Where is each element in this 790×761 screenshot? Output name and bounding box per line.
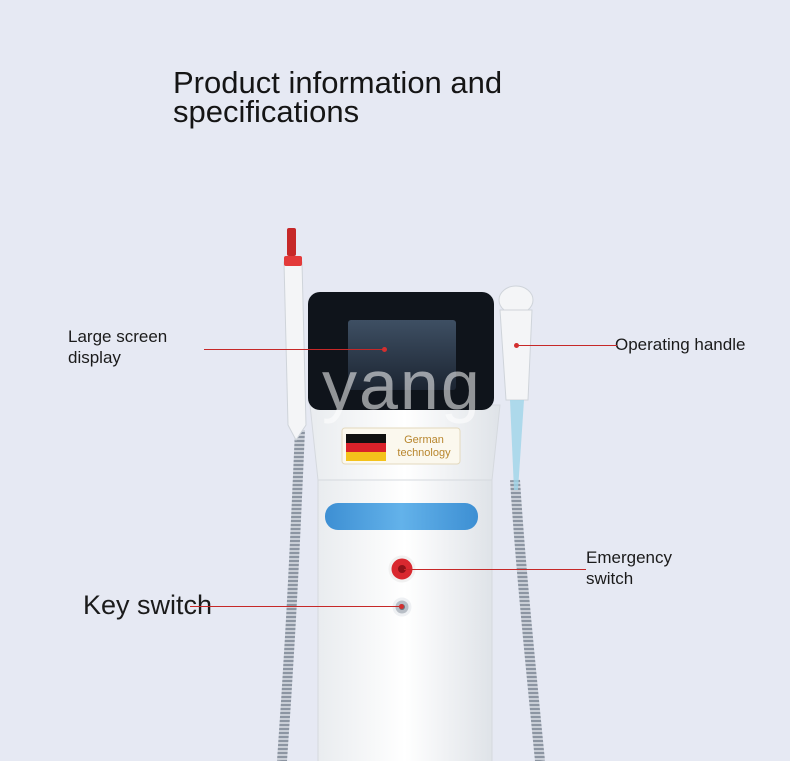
page-title: Product information and specifications — [173, 65, 503, 129]
right-handpiece — [499, 309, 533, 401]
watermark-text: yang — [322, 346, 482, 424]
left-cable — [277, 429, 305, 761]
leader-large-screen — [204, 349, 384, 350]
callout-large-screen: Large screen display — [68, 327, 168, 367]
accent-bar — [325, 503, 478, 530]
leader-emergency-switch — [404, 569, 586, 570]
callout-operating-handle: Operating handle — [615, 335, 746, 354]
marker-operating-handle — [514, 343, 519, 348]
marker-key-switch — [399, 604, 404, 609]
right-cable — [510, 479, 545, 761]
left-handpiece — [283, 261, 307, 441]
badge-label: German technology — [397, 434, 451, 459]
leader-operating-handle — [517, 345, 617, 346]
screen-display — [348, 320, 456, 390]
left-handpiece-tip — [287, 228, 296, 256]
marker-large-screen — [382, 347, 387, 352]
leader-key-switch — [190, 606, 402, 607]
callout-key-switch: Key switch — [83, 590, 213, 620]
callout-emergency-switch: Emergency switch — [586, 548, 672, 588]
